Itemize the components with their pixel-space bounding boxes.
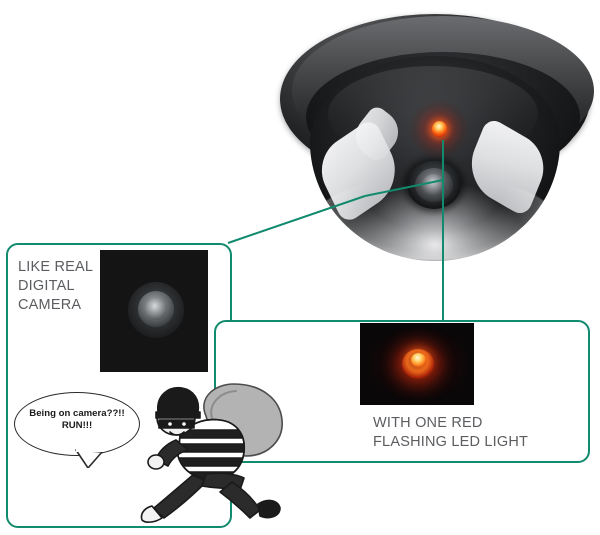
camera-dome-glass	[310, 56, 560, 261]
camera-lens-core	[422, 174, 446, 196]
callout-label-line-1: LIKE REAL	[18, 259, 94, 275]
speech-bubble-tail	[75, 444, 104, 468]
callout-label-like-real-digital-camera: LIKE REAL DIGITAL CAMERA	[18, 258, 100, 315]
dome-camera-product-photo	[272, 8, 600, 268]
callout-label-line-2: FLASHING LED LIGHT	[373, 434, 529, 450]
speech-bubble-icon: Being on camera??!! RUN!!!	[14, 392, 140, 468]
camera-lens-closeup-inset	[100, 250, 208, 372]
burglar-icon	[140, 383, 283, 523]
speech-line-1: Being on camera??!!	[29, 408, 125, 419]
red-led-closeup-inset	[360, 323, 474, 405]
inset-lens-core	[145, 298, 167, 320]
callout-label-line-3: CAMERA	[18, 297, 82, 313]
led-inset-hotspot	[411, 353, 426, 367]
callout-label-red-flashing-led: WITH ONE RED FLASHING LED LIGHT	[373, 414, 573, 452]
camera-lens-icon	[407, 161, 461, 209]
led-core	[432, 121, 447, 137]
red-led-icon	[410, 100, 468, 158]
speech-bubble-text: Being on camera??!! RUN!!!	[20, 408, 134, 432]
callout-label-line-1: WITH ONE RED	[373, 415, 483, 431]
speech-line-2: RUN!!!	[61, 420, 93, 431]
callout-label-line-2: DIGITAL	[18, 278, 75, 294]
